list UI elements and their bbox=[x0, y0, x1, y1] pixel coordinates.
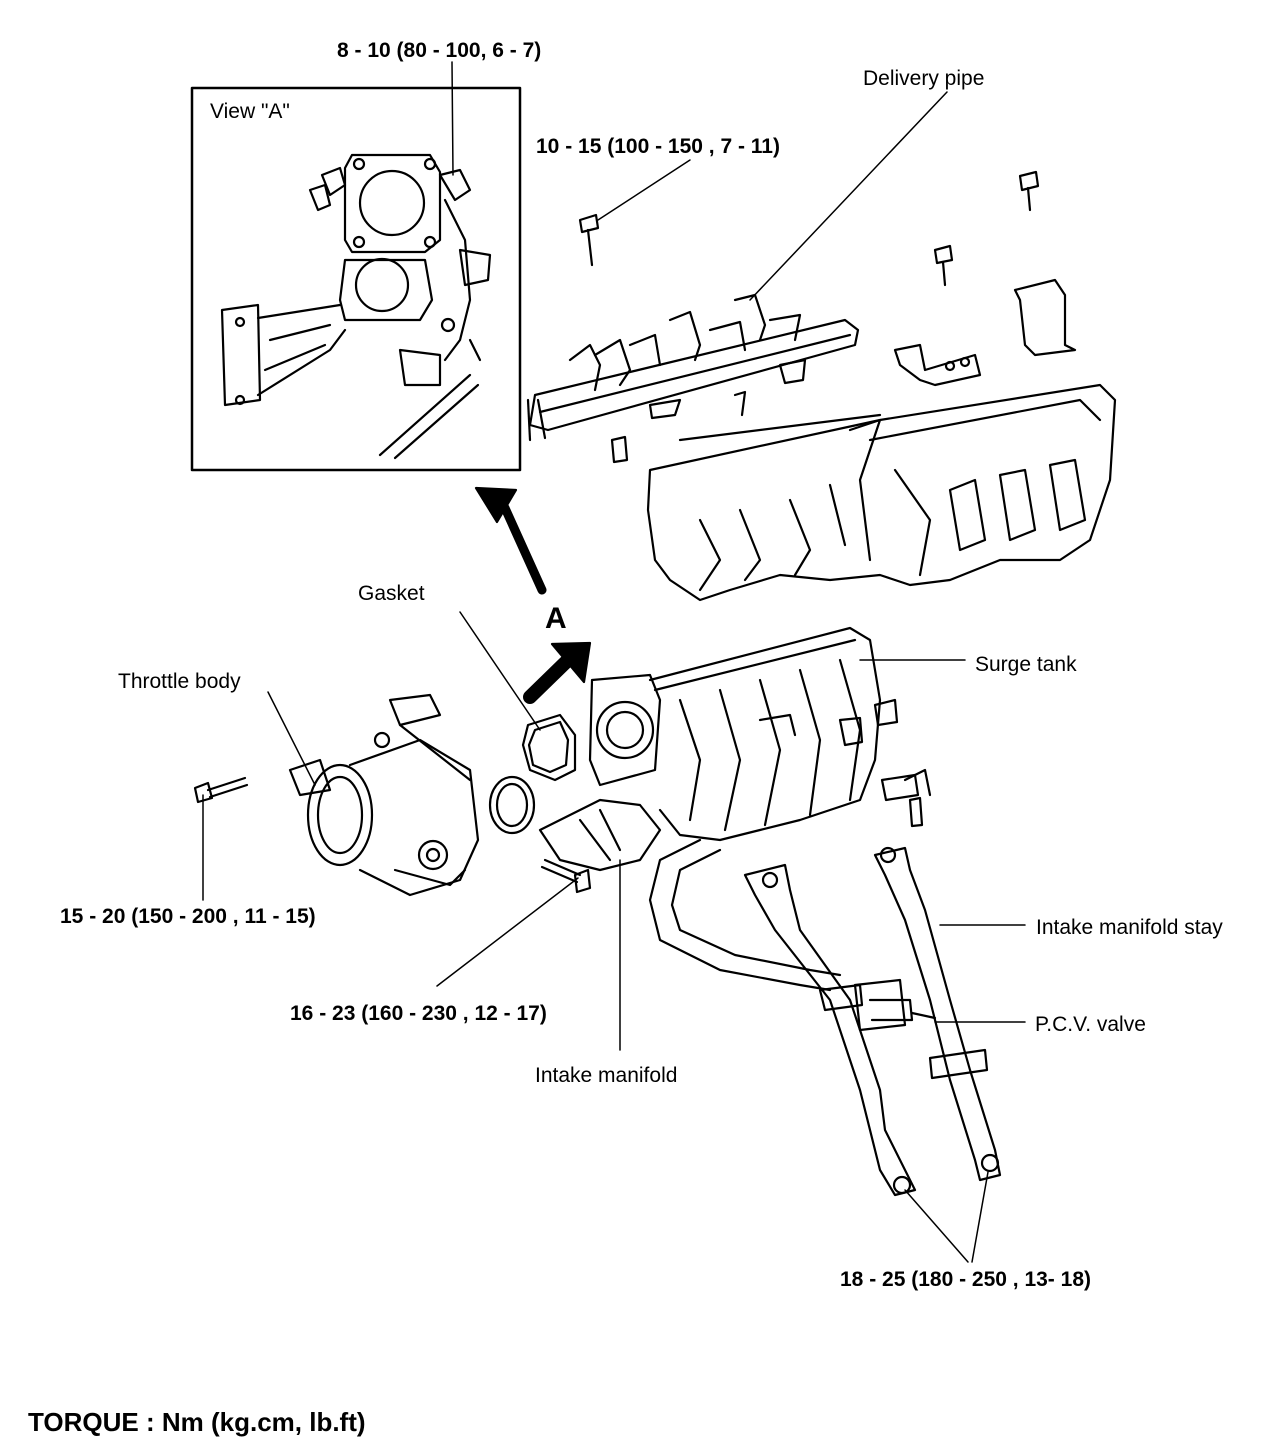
manifold-stay-drawing bbox=[743, 846, 1002, 1197]
torque-label-15-20: 15 - 20 (150 - 200 , 11 - 15) bbox=[60, 905, 316, 928]
manifold-bolt-drawing bbox=[540, 858, 592, 894]
leader-lines bbox=[202, 61, 1026, 1263]
throttle-bolt-drawing bbox=[193, 776, 249, 804]
gasket-label: Gasket bbox=[358, 582, 425, 605]
intake-manifold-drawing bbox=[538, 626, 932, 872]
surge-tank-label: Surge tank bbox=[975, 653, 1077, 676]
delivery-pipe-drawing bbox=[526, 293, 860, 464]
intake-manifold-stay-label: Intake manifold stay bbox=[1036, 916, 1223, 939]
torque-units-footer: TORQUE : Nm (kg.cm, lb.ft) bbox=[28, 1407, 366, 1437]
plenum-cover-drawing bbox=[646, 383, 1117, 602]
pcv-hose-drawing bbox=[648, 838, 864, 1012]
view-a-arrow bbox=[474, 486, 547, 595]
torque-label-10-15: 10 - 15 (100 - 150 , 7 - 11) bbox=[536, 135, 780, 158]
view-a-frame bbox=[190, 86, 522, 472]
intake-manifold-label: Intake manifold bbox=[535, 1064, 678, 1087]
pcv-valve-drawing bbox=[853, 978, 937, 1032]
throttle-body-drawing bbox=[288, 693, 480, 897]
direction-arrow-a bbox=[523, 641, 592, 704]
throttle-body-label: Throttle body bbox=[118, 670, 241, 693]
torque-label-8-10: 8 - 10 (80 - 100, 6 - 7) bbox=[337, 39, 542, 62]
arrow-a-letter: A bbox=[545, 602, 567, 635]
view-a-drawing bbox=[220, 153, 492, 460]
pcv-valve-label: P.C.V. valve bbox=[1035, 1013, 1146, 1036]
torque-label-16-23: 16 - 23 (160 - 230 , 12 - 17) bbox=[290, 1002, 547, 1025]
delivery-pipe-label: Delivery pipe bbox=[863, 67, 985, 90]
gasket-drawing bbox=[488, 713, 577, 835]
view-a-label: View "A" bbox=[210, 100, 290, 123]
bolts-and-brackets bbox=[578, 170, 1077, 387]
torque-label-18-25: 18 - 25 (180 - 250 , 13- 18) bbox=[840, 1268, 1091, 1291]
